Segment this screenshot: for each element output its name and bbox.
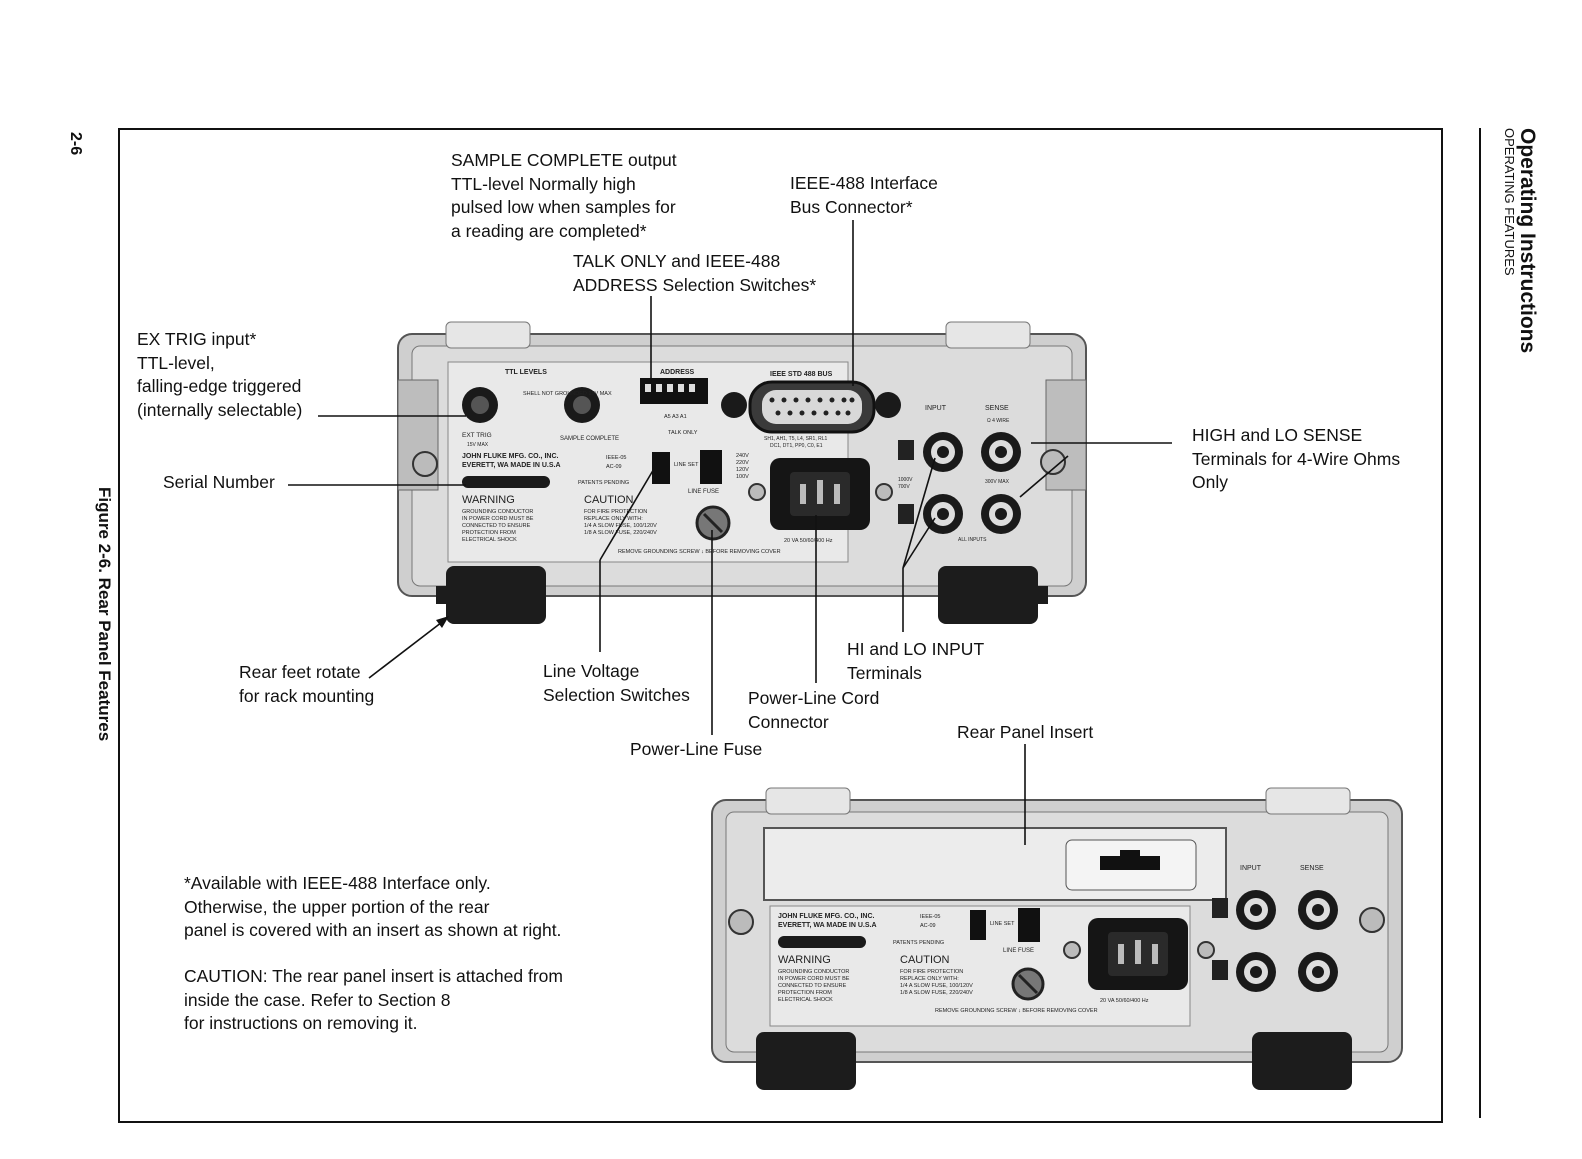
note-availability: *Available with IEEE-488 Interface only.…: [184, 873, 562, 940]
panel-caution-line: FOR FIRE PROTECTION: [900, 969, 963, 975]
panel-caution-line: 1/8 A SLOW FUSE, 220/240V: [584, 530, 657, 536]
panel-talk-only: TALK ONLY: [668, 430, 698, 436]
upper-panel-text: TTL LEVELS SHELL NOT GROUNDED 15V MAX AD…: [462, 369, 1010, 555]
leader-lines: [288, 220, 1172, 845]
panel-caution: CAUTION: [584, 494, 634, 506]
callout-power-fuse: Power-Line Fuse: [630, 739, 763, 759]
panel-input: INPUT: [1240, 865, 1262, 872]
panel-ieee-std: IEEE STD 488 BUS: [770, 371, 833, 378]
callout-rear-panel-insert: Rear Panel Insert: [957, 722, 1094, 742]
lower-panel-text: INPUT SENSE JOHN FLUKE MFG. CO., INC. EV…: [778, 865, 1324, 1014]
arrow-head: [436, 616, 449, 628]
panel-rating: 20 VA 50/60/400 Hz: [784, 538, 833, 544]
panel-remove-screw: REMOVE GROUNDING SCREW ↓ BEFORE REMOVING…: [618, 549, 781, 555]
panel-ac-opt: AC-09: [606, 464, 622, 470]
panel-caution-line: 1/8 A SLOW FUSE, 220/240V: [900, 990, 973, 996]
panel-input: INPUT: [925, 405, 947, 412]
panel-warning-line: PROTECTION FROM: [462, 530, 516, 536]
panel-patents: PATENTS PENDING: [893, 940, 944, 946]
panel-remove-screw: REMOVE GROUNDING SCREW ↓ BEFORE REMOVING…: [935, 1008, 1098, 1014]
panel-patents: PATENTS PENDING: [578, 480, 629, 486]
panel-sense: SENSE: [1300, 865, 1324, 872]
panel-max: 700V: [898, 484, 910, 490]
panel-voltage: 220V: [736, 460, 749, 466]
panel-voltage: 100V: [736, 474, 749, 480]
panel-warning-line: PROTECTION FROM: [778, 990, 832, 996]
panel-max-sense: 300V MAX: [985, 479, 1010, 485]
panel-warning-line: IN POWER CORD MUST BE: [462, 516, 534, 522]
panel-warning-line: GROUNDING CONDUCTOR: [462, 509, 533, 515]
panel-line-fuse: LINE FUSE: [1003, 948, 1034, 954]
panel-maker-2: EVERETT, WA MADE IN U.S.A: [462, 462, 561, 469]
panel-a-labels: A5 A3 A1: [664, 414, 687, 420]
panel-ieee-opt: IEEE-05: [920, 914, 940, 920]
panel-sense: SENSE: [985, 405, 1009, 412]
panel-voltage: 120V: [736, 467, 749, 473]
panel-caution-line: REPLACE ONLY WITH:: [900, 976, 959, 982]
panel-maker-2: EVERETT, WA MADE IN U.S.A: [778, 922, 877, 929]
panel-max: 1000V: [898, 477, 913, 483]
section-rule: [1479, 128, 1481, 1118]
panel-address: ADDRESS: [660, 369, 695, 376]
lower-instrument: [711, 787, 1403, 1090]
panel-maker-1: JOHN FLUKE MFG. CO., INC.: [778, 913, 875, 920]
panel-warning-line: IN POWER CORD MUST BE: [778, 976, 850, 982]
panel-caution-line: REPLACE ONLY WITH:: [584, 516, 643, 522]
panel-ieee-pins: DC1, DT1, PP0, C0, E1: [770, 443, 823, 449]
panel-line-set: LINE SET: [674, 462, 699, 468]
panel-sample-complete: SAMPLE COMPLETE: [560, 436, 619, 442]
panel-warning: WARNING: [462, 494, 515, 506]
panel-warning-line: CONNECTED TO ENSURE: [462, 523, 531, 529]
panel-ieee-opt: IEEE-05: [606, 455, 626, 461]
panel-warning-line: ELECTRICAL SHOCK: [462, 537, 517, 543]
panel-line-set: LINE SET: [990, 921, 1015, 927]
panel-caution-line: FOR FIRE PROTECTION: [584, 509, 647, 515]
panel-warning-line: GROUNDING CONDUCTOR: [778, 969, 849, 975]
panel-warning: WARNING: [778, 954, 831, 966]
panel-voltage: 240V: [736, 453, 749, 459]
callout-ex-trig: EX TRIG input*TTL-level, falling-edge tr…: [137, 329, 303, 420]
panel-caution-line: 1/4 A SLOW FUSE, 100/120V: [900, 983, 973, 989]
panel-maker-1: JOHN FLUKE MFG. CO., INC.: [462, 453, 559, 460]
panel-ac-opt: AC-09: [920, 923, 936, 929]
panel-sense-sub: Ω 4 WIRE: [987, 418, 1010, 424]
panel-all-inputs: ALL INPUTS: [958, 537, 987, 543]
panel-warning-line: ELECTRICAL SHOCK: [778, 997, 833, 1003]
panel-warning-line: CONNECTED TO ENSURE: [778, 983, 847, 989]
panel-ieee-pins: SH1, AH1, T5, L4, SR1, RL1: [764, 436, 827, 442]
callout-serial-number: Serial Number: [163, 472, 275, 492]
figure-frame: [118, 128, 1443, 1123]
note-caution: CAUTION: The rear panel insert is attach…: [184, 966, 563, 1033]
panel-line-fuse: LINE FUSE: [688, 489, 719, 495]
panel-shell-note: SHELL NOT GROUNDED 15V MAX: [523, 391, 612, 397]
upper-instrument: [397, 321, 1087, 624]
panel-ext-trig: EXT TRIG: [462, 432, 492, 439]
panel-rating: 20 VA 50/60/400 Hz: [1100, 998, 1149, 1004]
panel-ttl-levels: TTL LEVELS: [505, 369, 547, 376]
panel-caution: CAUTION: [900, 954, 950, 966]
panel-ext-trig-max: 15V MAX: [467, 442, 489, 448]
